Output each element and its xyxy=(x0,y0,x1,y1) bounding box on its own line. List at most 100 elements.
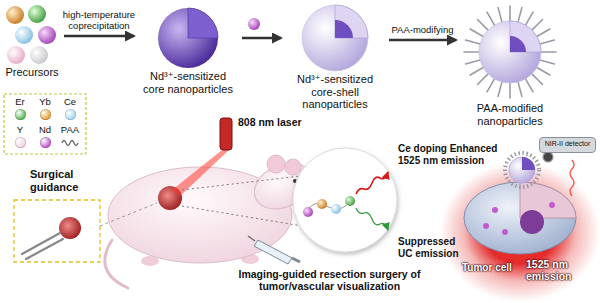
mouse xyxy=(105,154,319,288)
energy-transfer xyxy=(356,172,388,194)
mouse xyxy=(105,240,128,288)
core-particle xyxy=(158,8,218,68)
precursor-balls xyxy=(28,5,46,23)
syringe xyxy=(248,236,300,264)
laser-beam xyxy=(172,150,229,196)
core-particle xyxy=(188,8,218,38)
syringe xyxy=(248,236,255,241)
core-particle xyxy=(158,8,218,68)
precursor-balls xyxy=(30,46,48,64)
zoom-lines xyxy=(182,176,302,226)
annotation-label: Suppressed UC emission xyxy=(398,236,462,259)
legend-item: Ce xyxy=(58,97,82,120)
node-label: Precursors xyxy=(5,66,58,79)
precursor-balls xyxy=(6,6,24,24)
legend-text: Ce xyxy=(64,97,76,108)
particle-node: PAA-modified nanoparticles xyxy=(458,2,562,132)
legend-item: PAA xyxy=(58,125,82,149)
tumor-cell xyxy=(464,182,576,254)
emission-wave xyxy=(570,160,574,196)
core-shell-particle xyxy=(302,5,368,71)
core-shell-particle xyxy=(335,5,368,38)
legend-item: Nd xyxy=(33,125,57,148)
annotation-label: Imaging-guided resection surgery of tumo… xyxy=(222,268,437,292)
legend-swatch xyxy=(40,137,51,148)
legend-item: Yb xyxy=(33,97,57,120)
legend-text: Nd xyxy=(39,125,51,136)
legend-text: PAA xyxy=(61,125,79,136)
particle-node: Nd³⁺-sensitized core nanoparticles xyxy=(136,6,240,100)
surgical-inset xyxy=(100,203,157,226)
annotation-label: 1525 nm emission xyxy=(526,258,594,282)
detector-box: NIR-II detector xyxy=(539,137,596,153)
zoom-circle xyxy=(293,148,397,252)
legend-item: Er xyxy=(8,97,32,120)
surgical-inset xyxy=(14,200,157,262)
legend-swatch xyxy=(15,137,26,148)
legend-text: Y xyxy=(17,125,23,136)
mouse xyxy=(285,159,301,175)
surgical-inset xyxy=(22,233,63,259)
energy-transfer xyxy=(303,172,388,230)
tumor-cell xyxy=(520,210,544,234)
energy-transfer xyxy=(303,207,313,217)
energy-transfer xyxy=(356,208,388,230)
process-arrow xyxy=(389,39,456,42)
tumor-cell xyxy=(549,202,555,208)
paa-chain-sample xyxy=(62,140,78,145)
precursor-balls xyxy=(15,26,33,44)
tumor-cell xyxy=(483,223,489,229)
edge-label: PAA-modifying xyxy=(391,25,453,36)
paa-particle xyxy=(479,21,541,83)
core-shell-particle xyxy=(302,5,368,71)
paa-particle xyxy=(510,21,541,52)
detector-lens xyxy=(543,152,553,162)
tumor-cell xyxy=(464,182,576,254)
core-shell-particle xyxy=(335,20,353,38)
annotation-label: Tumor cell xyxy=(462,262,512,274)
probe-particle xyxy=(509,157,535,183)
particle-node: Nd³⁺-sensitized core-shell nanoparticles xyxy=(283,3,387,115)
paa-particle xyxy=(464,6,556,98)
process-arrow xyxy=(64,35,134,38)
node-label: NIR-II detector xyxy=(545,140,591,148)
precursor-balls xyxy=(6,5,56,64)
node-label: PAA-modified nanoparticles xyxy=(460,102,560,127)
annotation-label: 808 nm laser xyxy=(238,116,302,128)
paa-particle xyxy=(510,36,526,52)
legend-swatch xyxy=(15,109,26,120)
tumor-cell xyxy=(502,229,508,235)
particle-node: Precursors xyxy=(2,4,62,83)
process-arrow xyxy=(242,37,281,40)
node-label: Nd³⁺-sensitized core-shell nanoparticles xyxy=(285,73,385,111)
probe-particle xyxy=(505,153,539,187)
shell-precursor-ball xyxy=(248,18,260,30)
legend-frame xyxy=(4,94,86,154)
surgical-inset xyxy=(14,200,100,262)
energy-transfer xyxy=(345,196,355,206)
paa-chain-sample xyxy=(61,137,79,149)
legend-text: Yb xyxy=(39,97,51,108)
edge-label: high-temperature coprecipitation xyxy=(58,10,140,32)
legend-swatch xyxy=(40,109,51,120)
mouse xyxy=(267,155,285,173)
paa-particle xyxy=(464,6,556,98)
probe-particle xyxy=(505,153,539,187)
probe-particle xyxy=(522,157,535,170)
precursor-balls xyxy=(7,46,25,64)
precursor-balls xyxy=(38,26,56,44)
energy-transfer xyxy=(317,199,327,209)
legend-item: Y xyxy=(8,125,32,148)
annotation-label: Ce doping Enhanced 1525 nm emission xyxy=(398,143,498,166)
syringe xyxy=(254,240,292,264)
legend-swatch xyxy=(65,109,76,120)
energy-transfer xyxy=(331,204,341,214)
node-label: Nd³⁺-sensitized core nanoparticles xyxy=(138,70,238,95)
tumor-cell xyxy=(492,207,498,213)
laser-pen xyxy=(220,118,232,150)
legend-text: Er xyxy=(15,97,25,108)
surgical-inset xyxy=(59,217,81,239)
